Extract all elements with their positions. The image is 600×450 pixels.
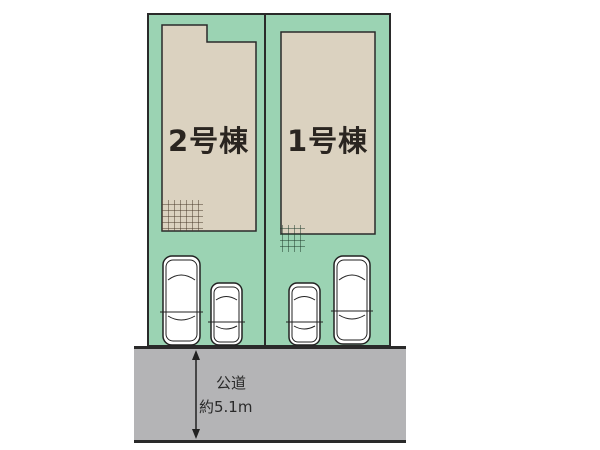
public-road <box>134 346 406 443</box>
road-label: 公道 <box>216 374 247 392</box>
stairs-grid-2 <box>162 200 203 231</box>
road-width-label: 約5.1m <box>199 398 253 416</box>
car-small-lot-1 <box>286 282 323 346</box>
lot-2-label: 2号棟 <box>168 124 250 158</box>
building-2-footprint <box>161 24 257 232</box>
car-large-lot-2 <box>160 255 203 346</box>
arrow-down-icon <box>192 429 200 439</box>
lot-divider <box>264 13 266 347</box>
stairs-grid-1 <box>280 225 305 252</box>
car-small-lot-2 <box>208 282 245 346</box>
arrow-up-icon <box>192 350 200 360</box>
building-1-footprint <box>280 31 376 252</box>
car-large-lot-1 <box>331 255 373 345</box>
lot-1-label: 1号棟 <box>287 124 369 158</box>
